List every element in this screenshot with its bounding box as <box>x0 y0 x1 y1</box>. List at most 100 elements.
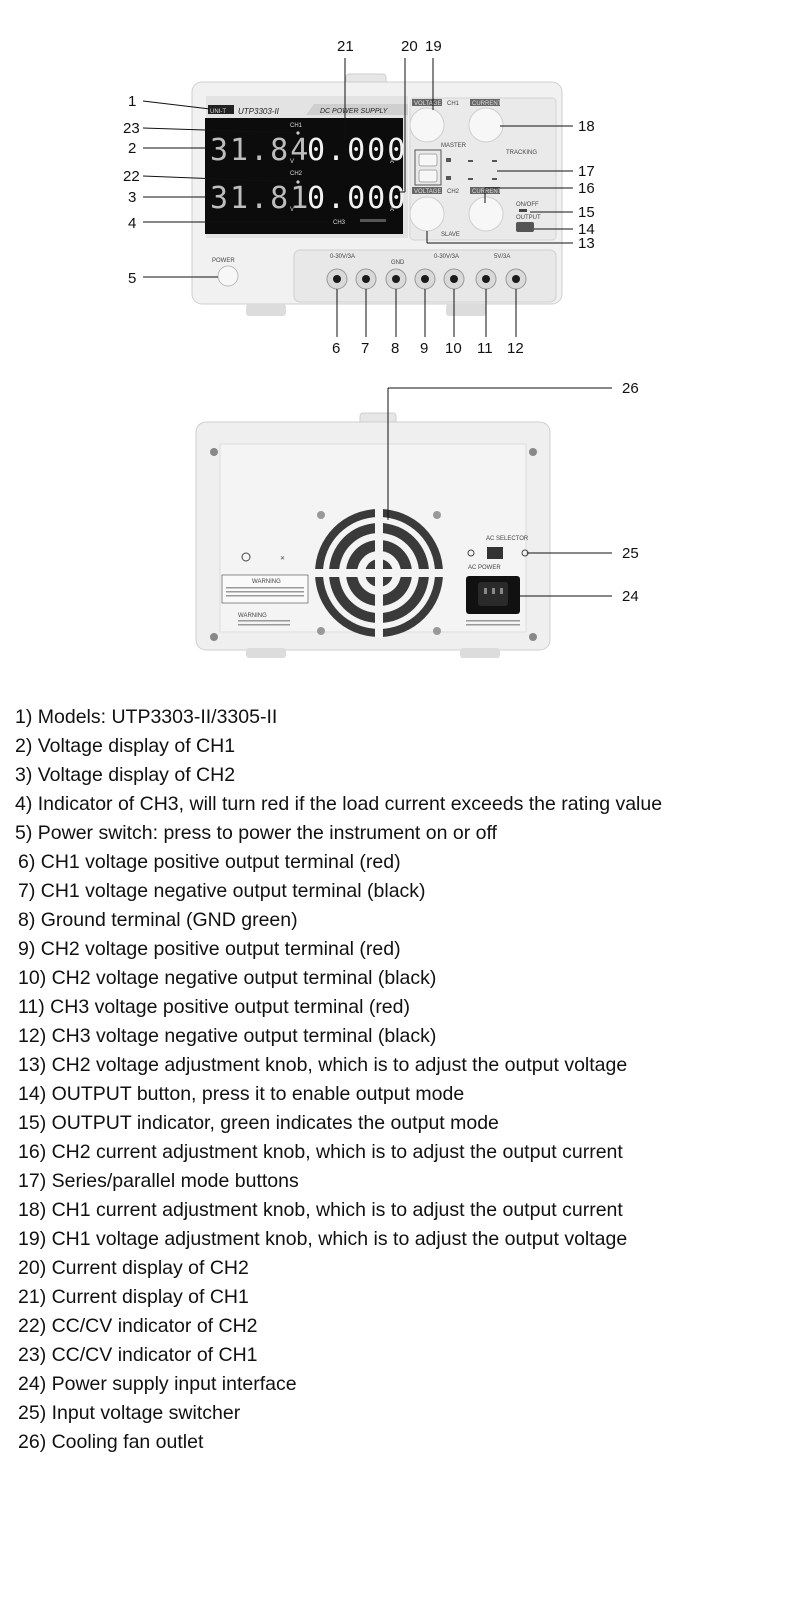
legend-item-11: 11) CH3 voltage positive output terminal… <box>18 996 410 1018</box>
ch1-range-label: 0-30V/3A <box>330 254 355 260</box>
rear-callouts: 26 25 24 <box>622 380 639 605</box>
rear-warning-text: WARNING <box>252 579 281 585</box>
ch1-knob-label: CH1 <box>447 101 460 107</box>
brand-logo <box>208 105 234 114</box>
legend-item-7: 7) CH1 voltage negative output terminal … <box>18 880 426 902</box>
ac-power-label: AC POWER <box>468 565 501 571</box>
callout-16: 16 <box>578 180 595 197</box>
ch2-current-readout: 0.000 <box>307 181 407 216</box>
legend-item-13: 13) CH2 voltage adjustment knob, which i… <box>18 1054 628 1076</box>
output-label: OUTPUT <box>516 215 541 221</box>
callout-9: 9 <box>420 340 428 357</box>
callout-4: 4 <box>128 215 136 232</box>
lcd-display <box>205 118 403 234</box>
legend-item-12: 12) CH3 voltage negative output terminal… <box>18 1025 437 1047</box>
callout-23: 23 <box>123 120 140 137</box>
output-terminals <box>326 268 527 290</box>
legend-item-26: 26) Cooling fan outlet <box>18 1431 204 1453</box>
callout-25: 25 <box>622 545 639 562</box>
ch3-range-label: 5V/3A <box>494 254 510 260</box>
callout-6: 6 <box>332 340 340 357</box>
rear-leader-lines <box>387 387 612 597</box>
brand-text: UNI-T <box>210 109 226 115</box>
ac-selector-switch[interactable] <box>487 547 503 559</box>
callout-7: 7 <box>361 340 369 357</box>
legend-item-24: 24) Power supply input interface <box>18 1373 297 1395</box>
callout-11: 11 <box>477 340 493 357</box>
ch2-current-knob-label: CURRENT <box>472 189 502 195</box>
ch1-display-label: CH1 <box>290 123 303 129</box>
front-leader-lines <box>142 58 573 337</box>
cooling-fan-grille <box>314 508 444 638</box>
legend-item-2: 2) Voltage display of CH1 <box>15 735 236 757</box>
power-switch[interactable] <box>217 265 239 287</box>
ch2-volt-unit: V <box>290 207 294 213</box>
ch1-voltage-readout: 31.84 <box>210 133 310 168</box>
ac-selector-label: AC SELECTOR <box>486 536 529 542</box>
warning-label <box>221 574 309 604</box>
output-indicator <box>519 209 527 212</box>
legend-item-15: 15) OUTPUT indicator, green indicates th… <box>18 1112 499 1134</box>
ch1-cccv-indicator <box>296 131 300 135</box>
tracking-label: TRACKING <box>506 150 537 156</box>
callout-2: 2 <box>128 140 136 157</box>
product-diagram: UNI-T UTP3303-II DC POWER SUPPLY CH1 31.… <box>123 38 639 658</box>
legend-item-18: 18) CH1 current adjustment knob, which i… <box>18 1199 623 1221</box>
ch2-amp-unit: A <box>390 207 394 213</box>
ch2-knob-label: CH2 <box>447 189 460 195</box>
ch2-voltage-knob[interactable] <box>409 196 445 232</box>
ch2-range-label: 0-30V/3A <box>434 254 459 260</box>
power-label: POWER <box>212 258 235 264</box>
legend-item-23: 23) CC/CV indicator of CH1 <box>18 1344 258 1366</box>
ch2-current-knob[interactable] <box>468 196 504 232</box>
legend-item-1: 1) Models: UTP3303-II/3305-II <box>15 706 278 728</box>
legend-item-21: 21) Current display of CH1 <box>18 1286 249 1308</box>
legend-item-4: 4) Indicator of CH3, will turn red if th… <box>15 793 663 815</box>
callout-3: 3 <box>128 189 136 206</box>
on-off-label: ON/OFF <box>516 202 539 208</box>
model-label: UTP3303-II <box>238 107 280 116</box>
ch2-voltage-readout: 31.81 <box>210 181 310 216</box>
legend-item-8: 8) Ground terminal (GND green) <box>18 909 298 931</box>
front-panel: UNI-T UTP3303-II DC POWER SUPPLY CH1 31.… <box>191 73 563 316</box>
slave-label: SLAVE <box>441 232 460 238</box>
callout-14: 14 <box>578 221 595 238</box>
legend-item-9: 9) CH2 voltage positive output terminal … <box>18 938 401 960</box>
ch2-cccv-indicator <box>296 180 300 184</box>
legend-item-6: 6) CH1 voltage positive output terminal … <box>18 851 401 873</box>
callout-8: 8 <box>391 340 399 357</box>
rear-warning-text-2: WARNING <box>238 613 267 619</box>
legend-item-16: 16) CH2 current adjustment knob, which i… <box>18 1141 623 1163</box>
ch3-indicator: CH3 <box>333 220 346 226</box>
ch1-voltage-knob[interactable] <box>409 107 445 143</box>
callout-26: 26 <box>622 380 639 397</box>
ch1-current-knob[interactable] <box>468 107 504 143</box>
output-button[interactable] <box>516 222 534 232</box>
ch2-voltage-knob-label: VOLTAGE <box>414 189 441 195</box>
legend-item-25: 25) Input voltage switcher <box>18 1402 241 1424</box>
series-button[interactable] <box>418 153 438 167</box>
legend-item-14: 14) OUTPUT button, press it to enable ou… <box>18 1083 465 1105</box>
legend-item-5: 5) Power switch: press to power the inst… <box>15 822 497 844</box>
callout-12: 12 <box>507 340 524 357</box>
ch1-current-readout: 0.000 <box>307 133 407 168</box>
callout-22: 22 <box>123 168 140 185</box>
legend-item-20: 20) Current display of CH2 <box>18 1257 249 1279</box>
callout-21: 21 <box>337 38 354 55</box>
panel-title: DC POWER SUPPLY <box>320 108 389 115</box>
legend-item-10: 10) CH2 voltage negative output terminal… <box>18 967 437 989</box>
parallel-button[interactable] <box>418 169 438 183</box>
callout-24: 24 <box>622 588 639 605</box>
legend-item-17: 17) Series/parallel mode buttons <box>18 1170 299 1192</box>
callout-18: 18 <box>578 118 595 135</box>
callout-1: 1 <box>128 93 136 110</box>
gnd-label: GND <box>391 260 405 266</box>
legend-item-22: 22) CC/CV indicator of CH2 <box>18 1315 258 1337</box>
callout-15: 15 <box>578 204 595 221</box>
callout-20: 20 <box>401 38 418 55</box>
recycle-icon: ✕ <box>280 556 285 562</box>
ch1-amp-unit: A <box>390 159 394 165</box>
legend-item-19: 19) CH1 voltage adjustment knob, which i… <box>18 1228 628 1250</box>
ch1-current-knob-label: CURRENT <box>472 101 502 107</box>
ch2-display-label: CH2 <box>290 171 303 177</box>
